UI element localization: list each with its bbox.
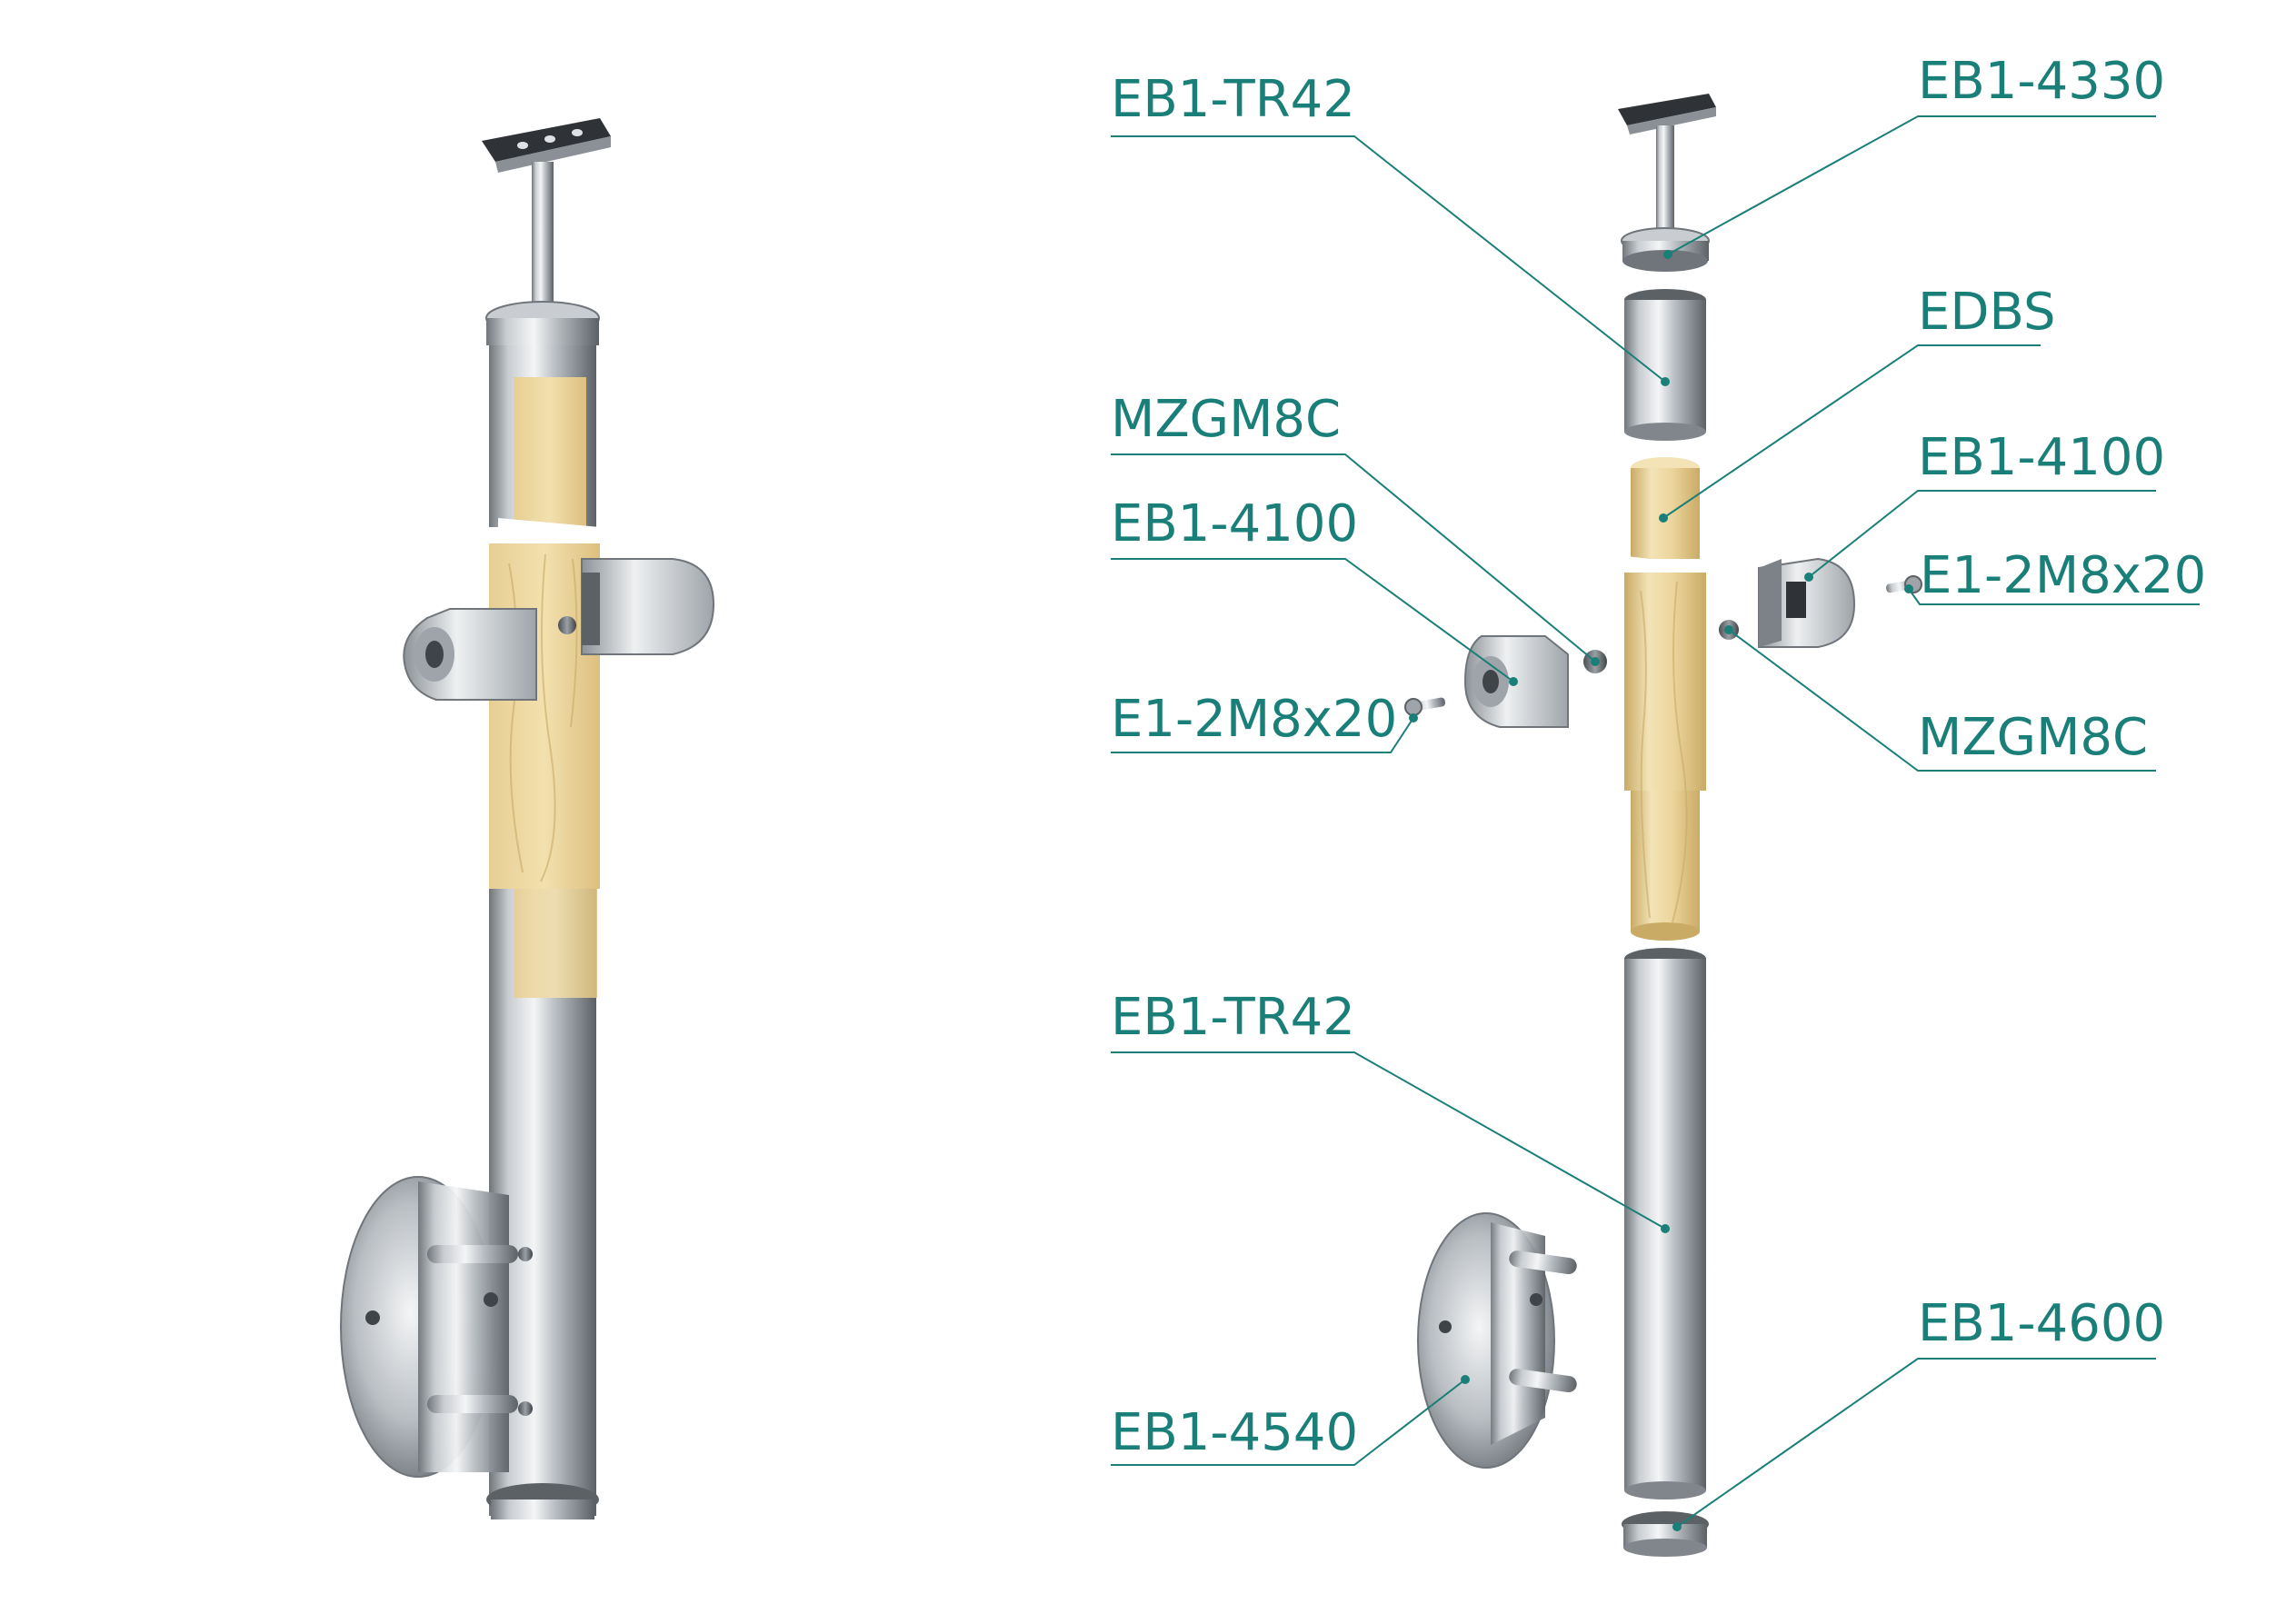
svg-text:EB1-4600: EB1-4600	[1918, 1294, 2165, 1353]
assembled-wall-flange	[340, 1176, 518, 1478]
callout-tube-bottom: EB1-TR42	[1111, 988, 1670, 1233]
part-screw-right	[1886, 575, 1922, 593]
callout-glass-clamp-right: EB1-4100	[1804, 428, 2165, 582]
svg-text:EB1-4100: EB1-4100	[1111, 494, 1358, 553]
callout-screw-right: E1-2M8x20	[1904, 546, 2206, 605]
svg-text:EB1-4540: EB1-4540	[1111, 1403, 1358, 1462]
callout-wood-core: EDBS	[1659, 283, 2055, 523]
part-wood-core	[1624, 457, 1706, 941]
svg-text:EB1-TR42: EB1-TR42	[1111, 988, 1355, 1047]
svg-text:MZGM8C: MZGM8C	[1111, 390, 1341, 449]
callout-wall-flange: EB1-4540	[1111, 1375, 1470, 1466]
callout-glass-clamp-left: EB1-4100	[1111, 494, 1518, 686]
callout-screw-left: E1-2M8x20	[1111, 690, 1418, 753]
assembled-clamp-right	[558, 558, 715, 655]
part-wall-flange	[1417, 1212, 1577, 1469]
part-screw-left	[1404, 697, 1445, 716]
assembled-handrail-saddle	[482, 118, 611, 316]
svg-text:E1-2M8x20: E1-2M8x20	[1111, 690, 1397, 749]
svg-text:E1-2M8x20: E1-2M8x20	[1920, 546, 2206, 605]
part-tube-bottom	[1624, 948, 1706, 1499]
svg-text:EDBS: EDBS	[1918, 283, 2055, 342]
part-end-cap-top	[1621, 227, 1710, 272]
part-glass-clamp-right	[1758, 557, 1856, 648]
svg-text:EB1-TR42: EB1-TR42	[1111, 70, 1355, 129]
part-handrail-holder	[1618, 94, 1716, 244]
assembled-post	[340, 118, 715, 1519]
svg-text:MZGM8C: MZGM8C	[1918, 708, 2148, 767]
part-tube-top	[1624, 289, 1706, 441]
part-bottom-plug	[1622, 1511, 1709, 1557]
callouts: EB1-TR42 EB1-4330 EDBS MZGM8C EB1-4100	[1111, 52, 2206, 1531]
svg-text:EB1-4100: EB1-4100	[1918, 428, 2165, 487]
callout-bottom-plug: EB1-4600	[1672, 1294, 2165, 1531]
svg-text:EB1-4330: EB1-4330	[1918, 52, 2165, 111]
callout-end-cap-top: EB1-4330	[1663, 52, 2165, 259]
callout-grub-screw-left: MZGM8C	[1111, 390, 1600, 666]
callout-handrail-holder-top: EB1-TR42	[1111, 70, 1670, 386]
callout-grub-screw-right: MZGM8C	[1724, 625, 2156, 772]
exploded-parts	[1404, 94, 1922, 1557]
assembled-clamp-left	[403, 608, 537, 701]
